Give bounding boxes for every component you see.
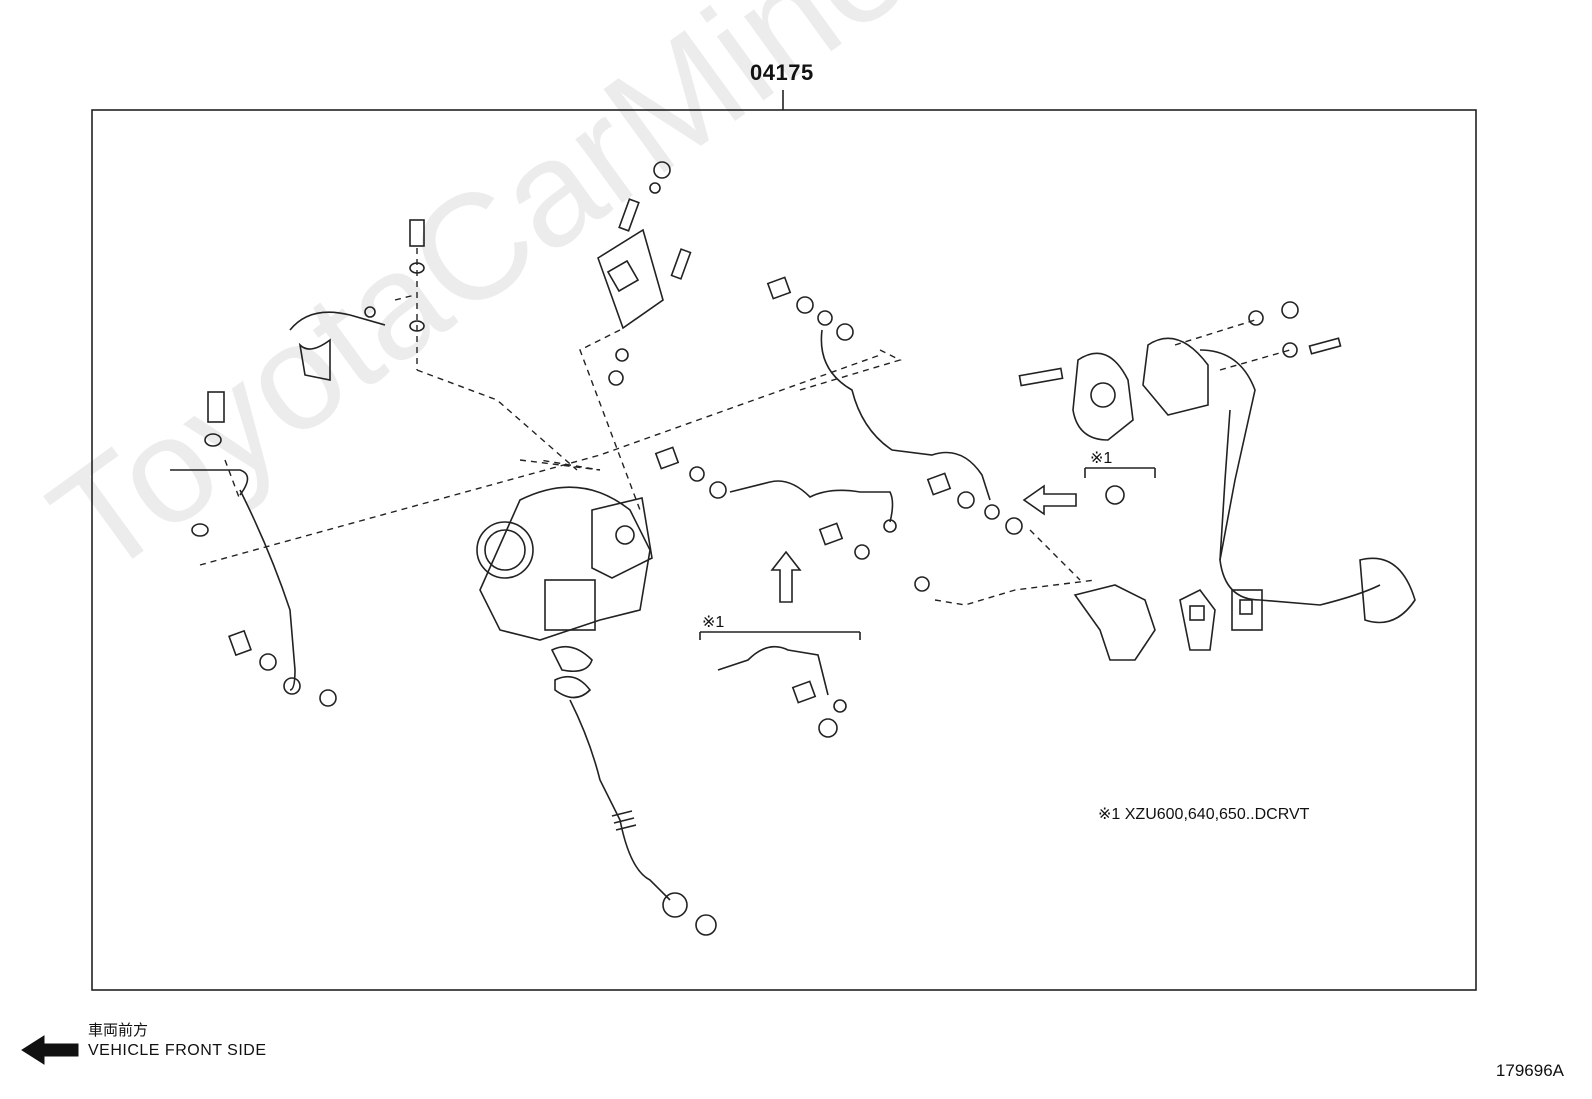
turbo-flange-top bbox=[597, 161, 692, 386]
callout-group-right bbox=[1084, 467, 1156, 505]
footnote-text: ※1 XZU600,640,650..DCRVT bbox=[1098, 806, 1310, 823]
bracket-parts-lower-right bbox=[1073, 584, 1216, 661]
oil-pipe-upper-left bbox=[289, 219, 425, 381]
assembly-boundary-box bbox=[91, 109, 1477, 991]
oil-return-pipe bbox=[550, 645, 717, 936]
assembly-dashed-lines bbox=[199, 248, 1291, 606]
front-direction-arrow-icon bbox=[21, 1035, 79, 1065]
oil-pipe-center-top bbox=[766, 276, 1000, 520]
front-label-en: VEHICLE FRONT SIDE bbox=[88, 1042, 267, 1059]
callout-marker-right: ※1 bbox=[1090, 450, 1113, 467]
part-number-label: 04175 bbox=[750, 60, 814, 85]
oil-pipe-middle bbox=[654, 446, 930, 592]
assembly-direction-arrow-icon bbox=[770, 550, 802, 603]
callout-group-bottom bbox=[699, 631, 861, 738]
turbocharger bbox=[476, 486, 653, 641]
exhaust-front-pipe bbox=[1142, 301, 1416, 631]
exhaust-gasket bbox=[1018, 352, 1134, 441]
union-fittings-right bbox=[926, 472, 1023, 535]
callout-marker-bottom: ※1 bbox=[702, 614, 725, 631]
assembly-direction-arrow-icon bbox=[1022, 484, 1077, 516]
front-label-jp: 車両前方 bbox=[88, 1022, 149, 1039]
illustration-id: 179696A bbox=[1495, 1061, 1564, 1080]
oil-pipe-left bbox=[170, 391, 337, 707]
